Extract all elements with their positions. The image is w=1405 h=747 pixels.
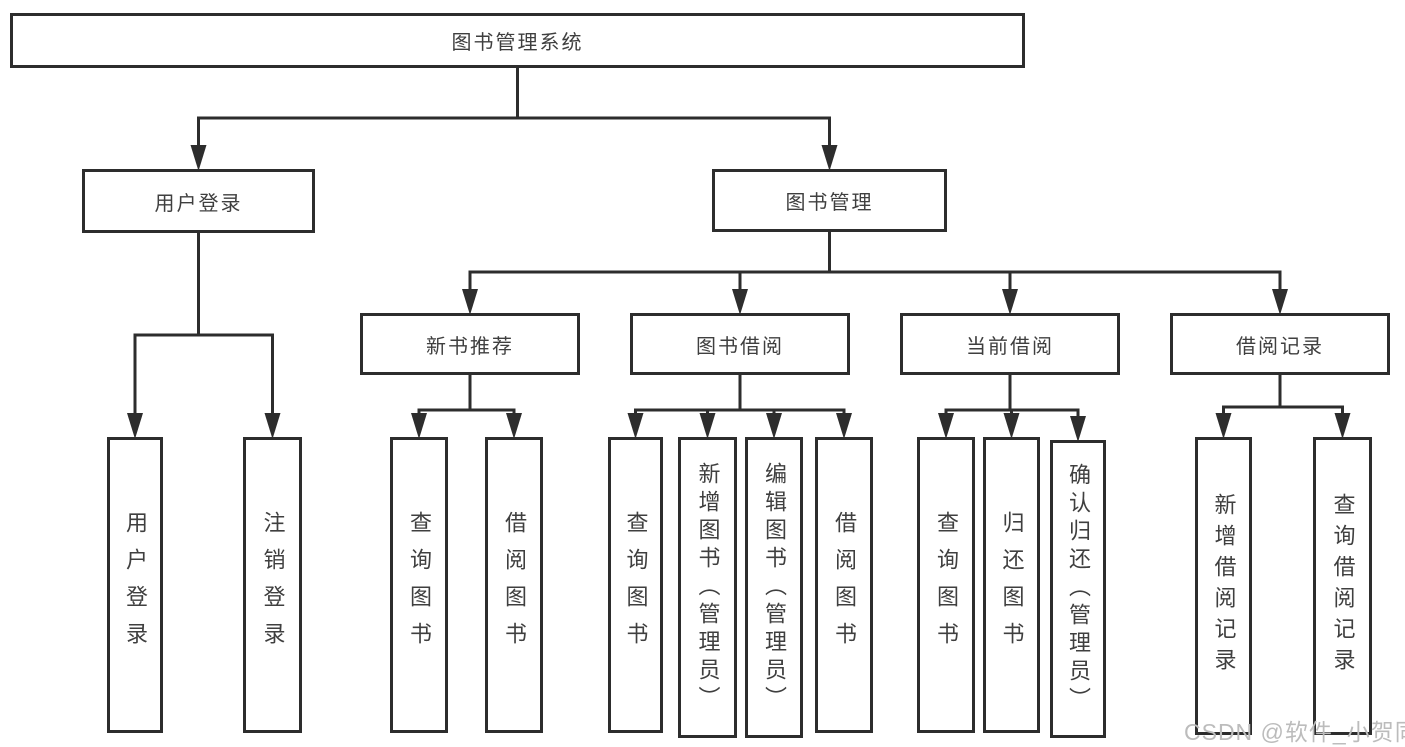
node-leaf-return-book: 归还图书 bbox=[983, 437, 1040, 733]
node-label: 编辑图书（管理员） bbox=[762, 461, 787, 714]
node-new-book-recommend: 新书推荐 bbox=[360, 313, 580, 375]
node-label: 新增图书（管理员） bbox=[695, 461, 721, 714]
node-label: 用户登录 bbox=[154, 192, 243, 215]
watermark: CSDN @软件_小贺同学 bbox=[1184, 719, 1405, 745]
node-label: 当前借阅 bbox=[966, 335, 1054, 358]
node-leaf-query-record: 查询借阅记录 bbox=[1313, 437, 1372, 735]
node-leaf-user-login: 用户登录 bbox=[107, 437, 163, 733]
node-label: 图书管理 bbox=[785, 192, 874, 214]
node-leaf-logout: 注销登录 bbox=[243, 437, 302, 733]
node-current-borrow: 当前借阅 bbox=[900, 313, 1120, 375]
node-label: 查询借阅记录 bbox=[1330, 493, 1356, 679]
node-leaf-query-book-3: 查询图书 bbox=[917, 437, 975, 733]
node-leaf-add-record: 新增借阅记录 bbox=[1195, 437, 1252, 735]
node-label: 借阅图书 bbox=[502, 511, 527, 659]
node-label: 归还图书 bbox=[999, 511, 1025, 659]
node-label: 查询图书 bbox=[623, 511, 649, 659]
node-book-borrow: 图书借阅 bbox=[630, 313, 850, 375]
node-root: 图书管理系统 bbox=[10, 13, 1025, 68]
node-label: 注销登录 bbox=[260, 511, 286, 659]
node-label: 借阅记录 bbox=[1236, 335, 1324, 358]
node-label: 图书管理系统 bbox=[451, 32, 584, 54]
node-label: 确认归还（管理员） bbox=[1066, 463, 1091, 715]
node-label: 用户登录 bbox=[123, 511, 148, 659]
node-label: 图书借阅 bbox=[696, 335, 784, 358]
node-label: 新书推荐 bbox=[426, 335, 514, 358]
node-borrow-records: 借阅记录 bbox=[1170, 313, 1390, 375]
node-user-login: 用户登录 bbox=[82, 169, 315, 233]
node-leaf-borrow-book-2: 借阅图书 bbox=[815, 437, 873, 733]
node-label: 查询图书 bbox=[934, 511, 959, 659]
node-leaf-query-book-2: 查询图书 bbox=[608, 437, 663, 733]
node-leaf-edit-book: 编辑图书（管理员） bbox=[745, 437, 803, 738]
node-leaf-borrow-book-1: 借阅图书 bbox=[485, 437, 543, 733]
node-leaf-query-book-1: 查询图书 bbox=[390, 437, 448, 733]
node-label: 新增借阅记录 bbox=[1211, 493, 1237, 679]
node-book-management: 图书管理 bbox=[712, 169, 947, 232]
node-label: 查询图书 bbox=[407, 511, 432, 659]
node-leaf-confirm-return: 确认归还（管理员） bbox=[1050, 440, 1106, 738]
node-leaf-add-book: 新增图书（管理员） bbox=[678, 437, 737, 738]
node-label: 借阅图书 bbox=[832, 511, 857, 659]
